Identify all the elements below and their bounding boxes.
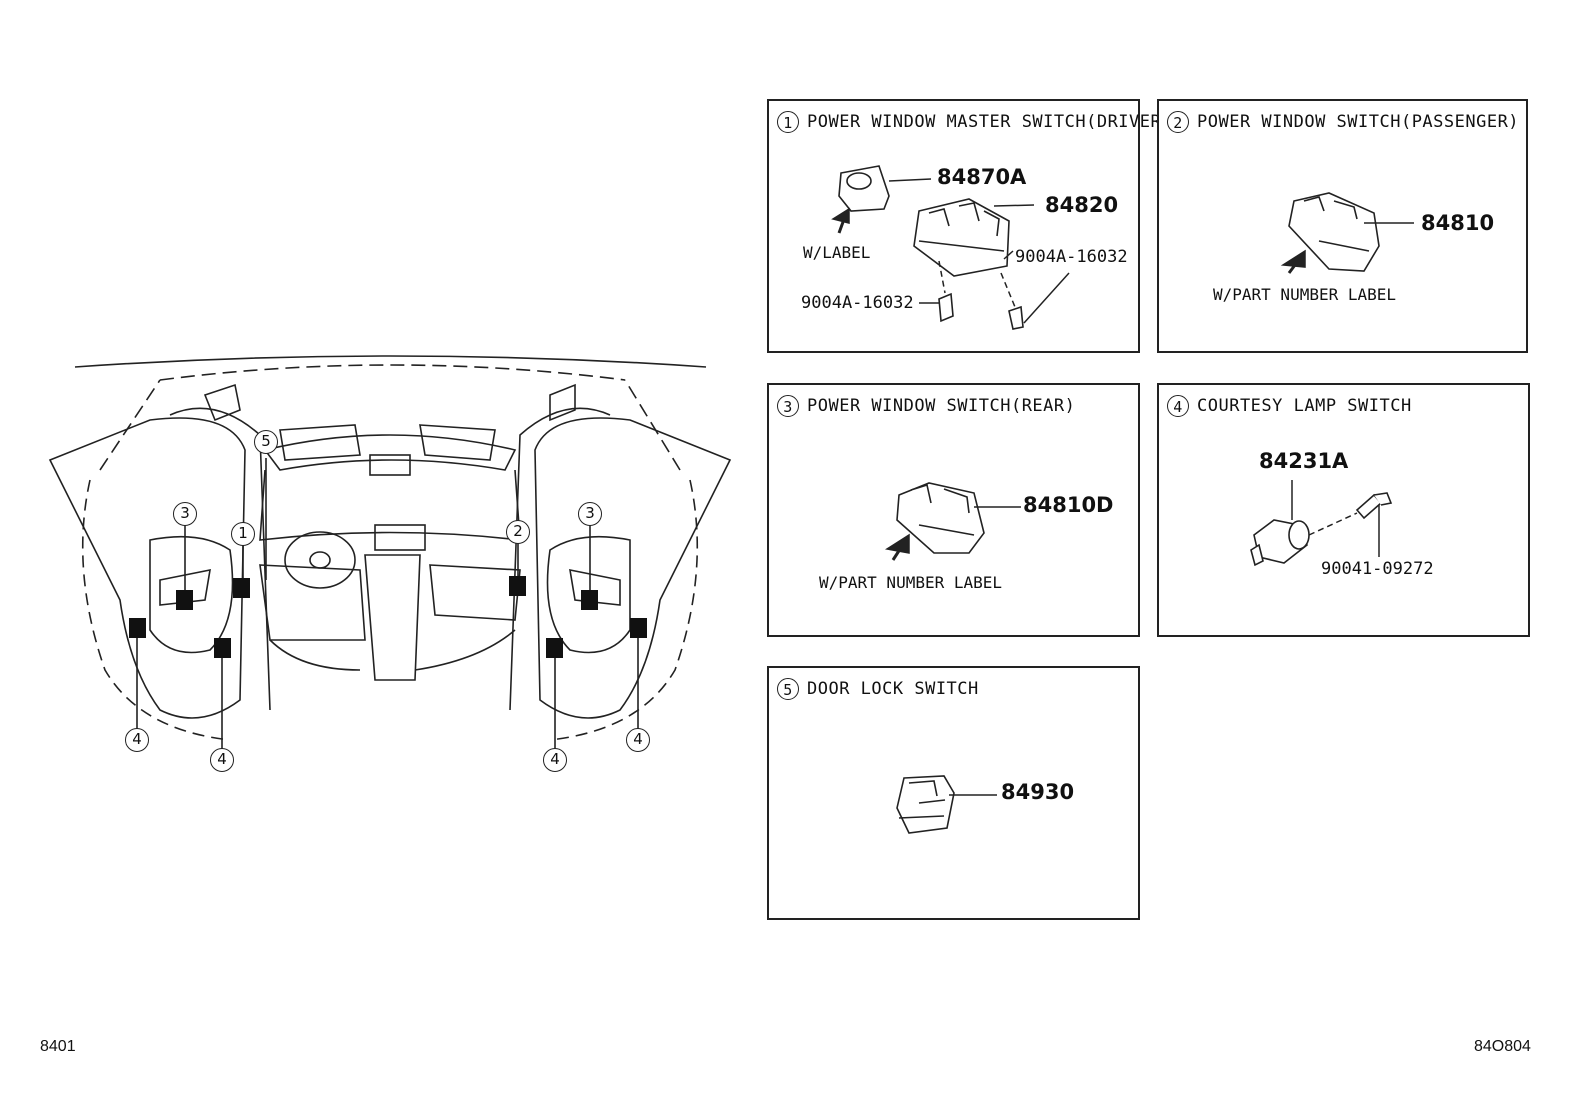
location-marker — [214, 638, 231, 658]
callout-2: 2 — [506, 520, 530, 544]
part-number-84231A: 84231A — [1259, 449, 1349, 473]
panel-number: 3 — [777, 395, 799, 417]
courtesy-lamp-switch-illustration — [1250, 480, 1393, 567]
panel-master-switch: 1 POWER WINDOW MASTER SWITCH(DRIVER) 848… — [767, 99, 1172, 353]
rear-switch-illustration — [884, 482, 1021, 561]
part-number-84870A: 84870A — [937, 165, 1027, 189]
bolt-number: 90041-09272 — [1321, 559, 1434, 579]
location-marker — [176, 590, 193, 610]
callout-4-front-right: 4 — [626, 728, 650, 752]
diagram-code-right: 84O804 — [1474, 1038, 1531, 1055]
label-note: W/PART NUMBER LABEL — [819, 573, 1003, 592]
callout-5: 5 — [254, 430, 278, 454]
location-marker — [129, 618, 146, 638]
part-number-84810: 84810 — [1421, 211, 1495, 235]
callout-4-rear-right: 4 — [543, 748, 567, 772]
callout-3-left: 3 — [173, 502, 197, 526]
panel-title-text: DOOR LOCK SWITCH — [807, 679, 979, 699]
location-marker — [630, 618, 647, 638]
part-number-84810D: 84810D — [1023, 493, 1114, 517]
master-switch-illustration — [831, 165, 1070, 330]
panel-title: 4 COURTESY LAMP SWITCH — [1167, 395, 1412, 417]
panel-number: 5 — [777, 678, 799, 700]
panel-title: 3 POWER WINDOW SWITCH(REAR) — [777, 395, 1075, 417]
label-note: W/PART NUMBER LABEL — [1213, 285, 1397, 304]
part-number-84930: 84930 — [1001, 780, 1075, 804]
door-lock-switch-illustration — [896, 775, 997, 834]
panel-rear-switch: 3 POWER WINDOW SWITCH(REAR) 84810D W/PAR… — [767, 383, 1140, 637]
panel-title-text: POWER WINDOW SWITCH(REAR) — [807, 396, 1076, 416]
location-marker — [509, 576, 526, 596]
panel-number: 4 — [1167, 395, 1189, 417]
diagram-code-left: 8401 — [40, 1038, 76, 1055]
bolt-number-right: 9004A-16032 — [1015, 247, 1128, 267]
location-marker — [233, 578, 250, 598]
panel-courtesy-lamp-switch: 4 COURTESY LAMP SWITCH 84231A 90041-0927… — [1157, 383, 1530, 637]
label-note: W/LABEL — [803, 243, 871, 262]
callout-4-rear-left: 4 — [210, 748, 234, 772]
panel-title-text: COURTESY LAMP SWITCH — [1197, 396, 1412, 416]
part-number-84820: 84820 — [1045, 193, 1119, 217]
callout-3-right: 3 — [578, 502, 602, 526]
panel-door-lock-switch: 5 DOOR LOCK SWITCH 84930 — [767, 666, 1140, 920]
panel-passenger-switch: 2 POWER WINDOW SWITCH(PASSENGER) 84810 W… — [1157, 99, 1528, 353]
callout-1: 1 — [231, 522, 255, 546]
panel-title: 2 POWER WINDOW SWITCH(PASSENGER) — [1167, 111, 1519, 133]
panel-title-text: POWER WINDOW MASTER SWITCH(DRIVER) — [807, 112, 1172, 132]
panel-title-text: POWER WINDOW SWITCH(PASSENGER) — [1197, 112, 1520, 132]
bolt-number-left: 9004A-16032 — [801, 293, 914, 313]
passenger-switch-illustration — [1280, 192, 1414, 274]
location-marker — [581, 590, 598, 610]
callout-4-front-left: 4 — [125, 728, 149, 752]
location-marker — [546, 638, 563, 658]
panel-title: 1 POWER WINDOW MASTER SWITCH(DRIVER) — [777, 111, 1172, 133]
panel-number: 2 — [1167, 111, 1189, 133]
panel-number: 1 — [777, 111, 799, 133]
panel-title: 5 DOOR LOCK SWITCH — [777, 678, 979, 700]
